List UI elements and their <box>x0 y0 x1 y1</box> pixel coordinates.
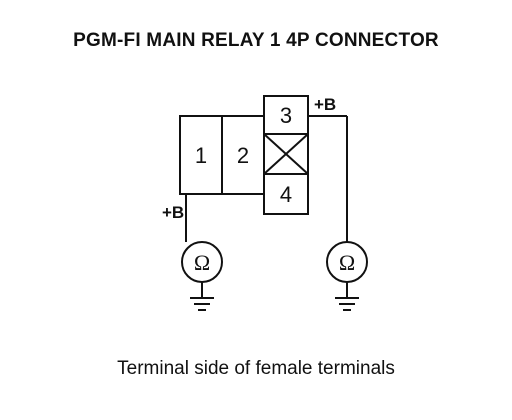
terminal-3-label: 3 <box>280 103 292 128</box>
terminal-2-label: 2 <box>237 143 249 168</box>
terminal-4-label: 4 <box>280 182 292 207</box>
terminal-4-cell <box>263 173 309 215</box>
left-ohm-icon: Ω <box>194 250 210 275</box>
right-ohm-icon: Ω <box>339 250 355 275</box>
right-supply-label: +B <box>314 95 336 114</box>
blank-cavity-cross-b <box>263 133 309 175</box>
diagram-caption: Terminal side of female terminals <box>117 358 395 379</box>
left-supply-label: +B <box>162 203 184 222</box>
terminal-1-label: 1 <box>195 143 207 168</box>
diagram-title: PGM-FI MAIN RELAY 1 4P CONNECTOR <box>73 30 439 51</box>
